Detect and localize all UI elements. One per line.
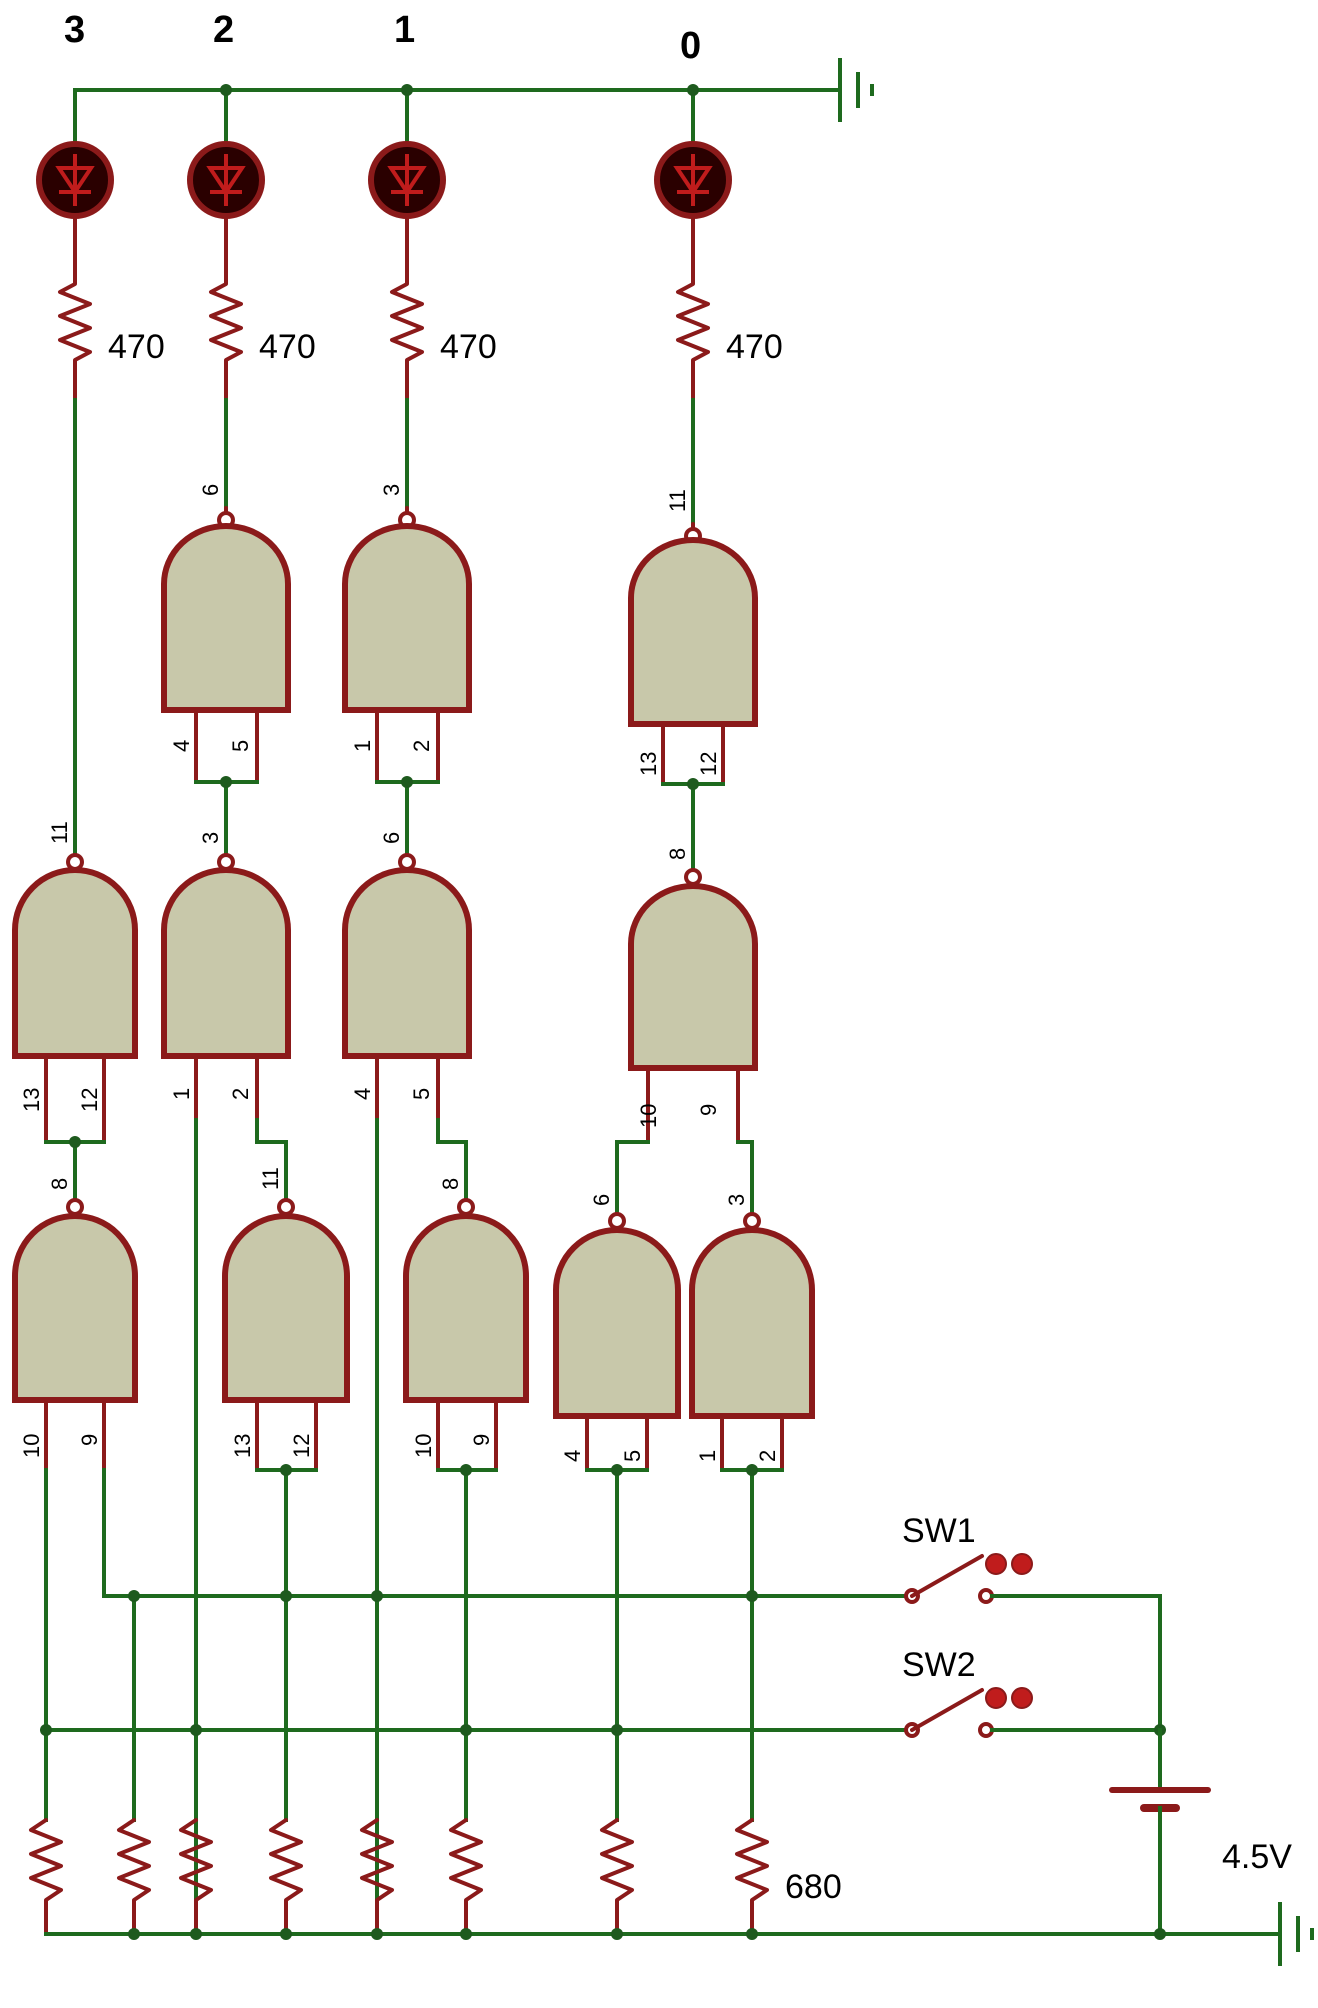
top-ground-rail xyxy=(73,84,842,152)
pin-number: 1 xyxy=(169,1088,194,1100)
bit-label-2: 2 xyxy=(213,9,234,51)
switch-toggle-icon[interactable] xyxy=(1011,1553,1033,1575)
pin-number: 13 xyxy=(230,1434,255,1458)
pin-number: 12 xyxy=(289,1434,314,1458)
led-resistor xyxy=(58,214,710,402)
pin-labels: 6 3 11 4 5 1 2 13 12 11 3 6 8 13 12 1 2 … xyxy=(19,484,780,1462)
pin-number: 4 xyxy=(169,740,194,752)
led-icon xyxy=(368,141,446,219)
bottom-ground-icon xyxy=(1278,1902,1314,1966)
nand-gate-t2 xyxy=(161,506,291,857)
pin-number: 8 xyxy=(47,1178,72,1190)
switch-toggle-icon[interactable] xyxy=(1011,1687,1033,1709)
pin-number: 10 xyxy=(411,1434,436,1458)
resistor-value: 470 xyxy=(726,328,783,366)
pin-number: 5 xyxy=(228,740,253,752)
pin-number: 8 xyxy=(438,1178,463,1190)
nand-gate-m0 xyxy=(615,868,758,1216)
pin-number: 5 xyxy=(620,1450,645,1462)
pin-number: 10 xyxy=(636,1104,661,1128)
resistor-value: 470 xyxy=(440,328,497,366)
pin-number: 2 xyxy=(755,1450,780,1462)
pin-number: 9 xyxy=(469,1434,494,1446)
pin-number: 13 xyxy=(636,752,661,776)
pin-number: 6 xyxy=(589,1194,614,1206)
bit-label-0: 0 xyxy=(680,25,701,67)
switch-label-sw1: SW1 xyxy=(902,1512,976,1550)
pin-number: 13 xyxy=(19,1088,44,1112)
switch-label-sw2: SW2 xyxy=(902,1646,976,1684)
led-icon xyxy=(187,141,265,219)
bit-label-1: 1 xyxy=(394,9,415,51)
pin-number: 2 xyxy=(409,740,434,752)
top-ground-icon xyxy=(838,58,874,122)
nand-gate-b2 xyxy=(222,1198,350,1472)
led-icon xyxy=(36,141,114,219)
pin-number: 3 xyxy=(379,484,404,496)
pin-number: 11 xyxy=(665,489,690,512)
nand-gate-b0b xyxy=(689,1212,815,1472)
pin-number: 10 xyxy=(19,1434,44,1458)
pin-number: 6 xyxy=(379,832,404,844)
nand-gate-m2 xyxy=(161,853,291,1936)
pulldown-resistor xyxy=(29,1818,769,1936)
switch-sw2[interactable] xyxy=(874,1687,1033,1738)
switch-lock-icon[interactable] xyxy=(985,1553,1007,1575)
switch-lock-icon[interactable] xyxy=(985,1687,1007,1709)
nand-gate-t1 xyxy=(342,506,472,857)
pin-number: 9 xyxy=(696,1104,721,1116)
nand-gate-b1 xyxy=(403,1198,529,1472)
pin-number: 11 xyxy=(47,821,72,844)
nand-gate-m1 xyxy=(342,853,472,1936)
pin-number: 9 xyxy=(77,1434,102,1446)
pin-number: 1 xyxy=(350,740,375,752)
pulldown-value: 680 xyxy=(785,1868,842,1906)
battery-value: 4.5V xyxy=(1222,1838,1292,1876)
nand-gate-m3 xyxy=(12,853,138,1202)
pin-number: 2 xyxy=(228,1088,253,1100)
nand-gate-b3 xyxy=(12,1198,138,1472)
input-bus-wiring xyxy=(40,1464,1166,1822)
bit-label-3: 3 xyxy=(64,9,85,51)
pin-number: 4 xyxy=(560,1450,585,1462)
pin-number: 6 xyxy=(198,484,223,496)
pin-number: 3 xyxy=(724,1194,749,1206)
nand-gate-t0 xyxy=(628,522,758,872)
pin-number: 5 xyxy=(409,1088,434,1100)
wiring-upper xyxy=(73,398,695,857)
pin-number: 1 xyxy=(695,1450,720,1462)
pin-number: 12 xyxy=(77,1088,102,1112)
pin-number: 8 xyxy=(665,848,690,860)
resistor-value: 470 xyxy=(108,328,165,366)
pin-number: 12 xyxy=(696,752,721,776)
battery-icon xyxy=(1109,1728,1211,1936)
resistor-value: 470 xyxy=(259,328,316,366)
nand-gate-b0a xyxy=(553,1212,681,1472)
bottom-ground-rail xyxy=(44,1928,1282,1940)
pin-number: 3 xyxy=(198,832,223,844)
switch-sw1[interactable] xyxy=(874,1553,1033,1604)
pin-number: 4 xyxy=(350,1088,375,1100)
led-icon xyxy=(654,141,732,219)
pin-number: 11 xyxy=(258,1167,283,1190)
